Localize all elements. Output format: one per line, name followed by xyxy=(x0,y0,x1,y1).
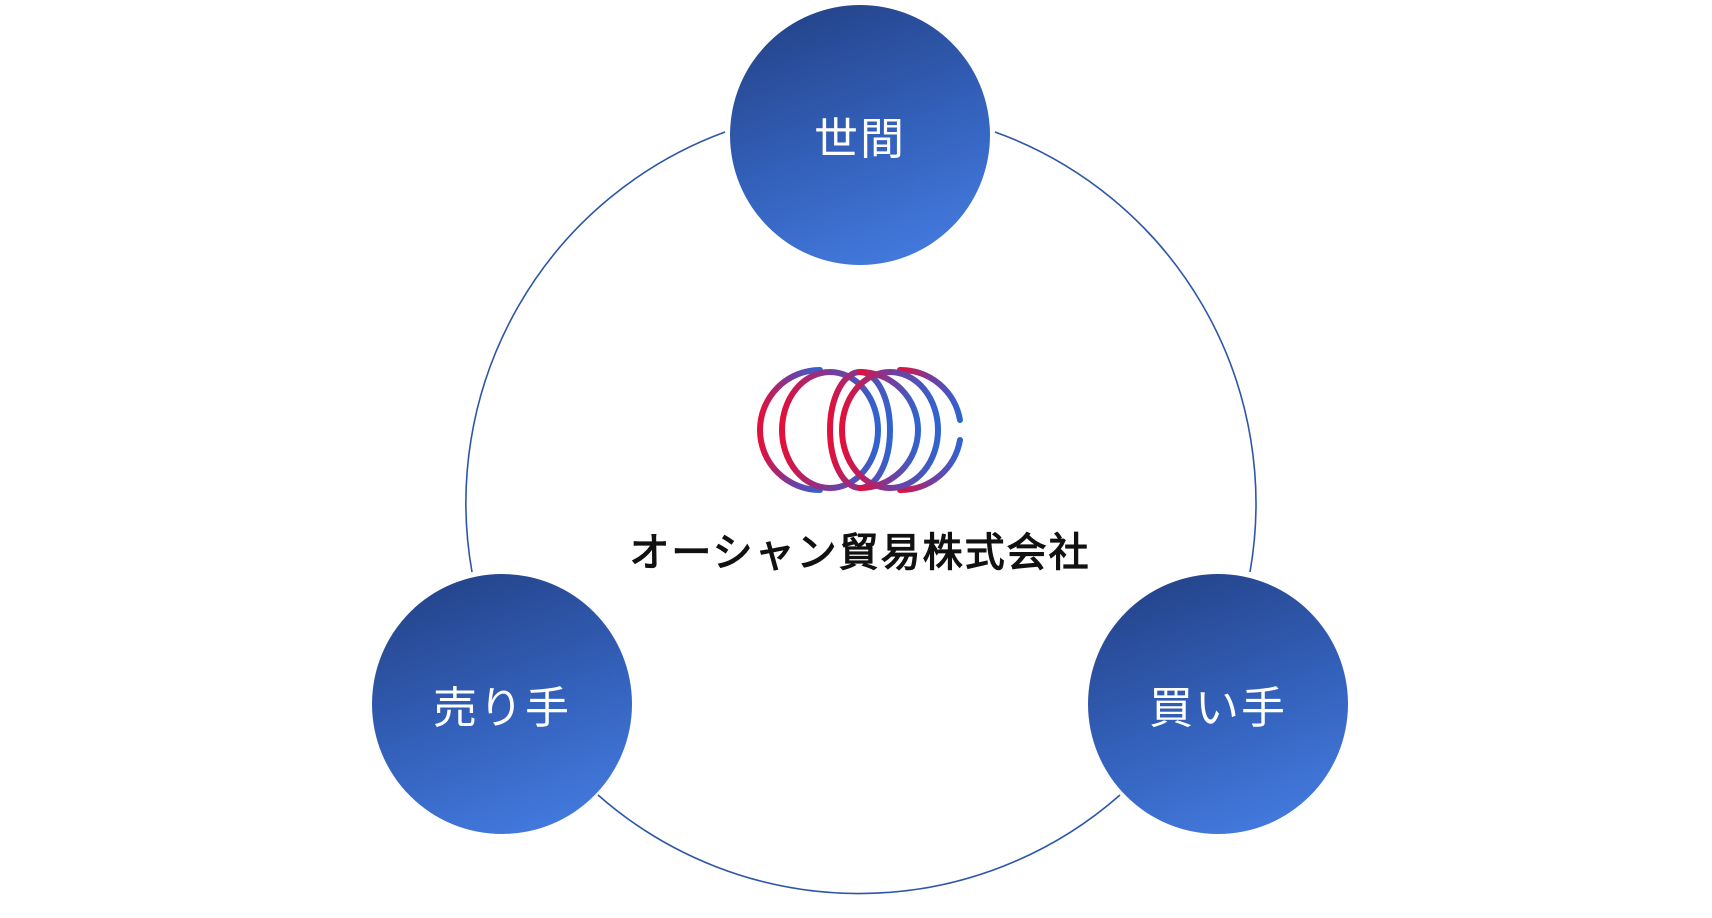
company-name: オーシャン貿易株式会社 xyxy=(629,530,1091,576)
ring-arc-top-right xyxy=(994,131,1257,573)
node-urite: 売り手 xyxy=(372,574,632,834)
node-seken: 世間 xyxy=(730,5,990,265)
node-kaite: 買い手 xyxy=(1088,574,1348,834)
node-seken-label: 世間 xyxy=(814,114,906,165)
company-block: オーシャン貿易株式会社 xyxy=(600,360,1120,578)
ring-arc-left-top xyxy=(465,131,726,573)
node-kaite-label: 買い手 xyxy=(1149,683,1287,734)
interlocking-rings-logo xyxy=(757,366,963,494)
ring-arc-bottom xyxy=(597,794,1121,895)
node-urite-label: 売り手 xyxy=(433,683,571,734)
